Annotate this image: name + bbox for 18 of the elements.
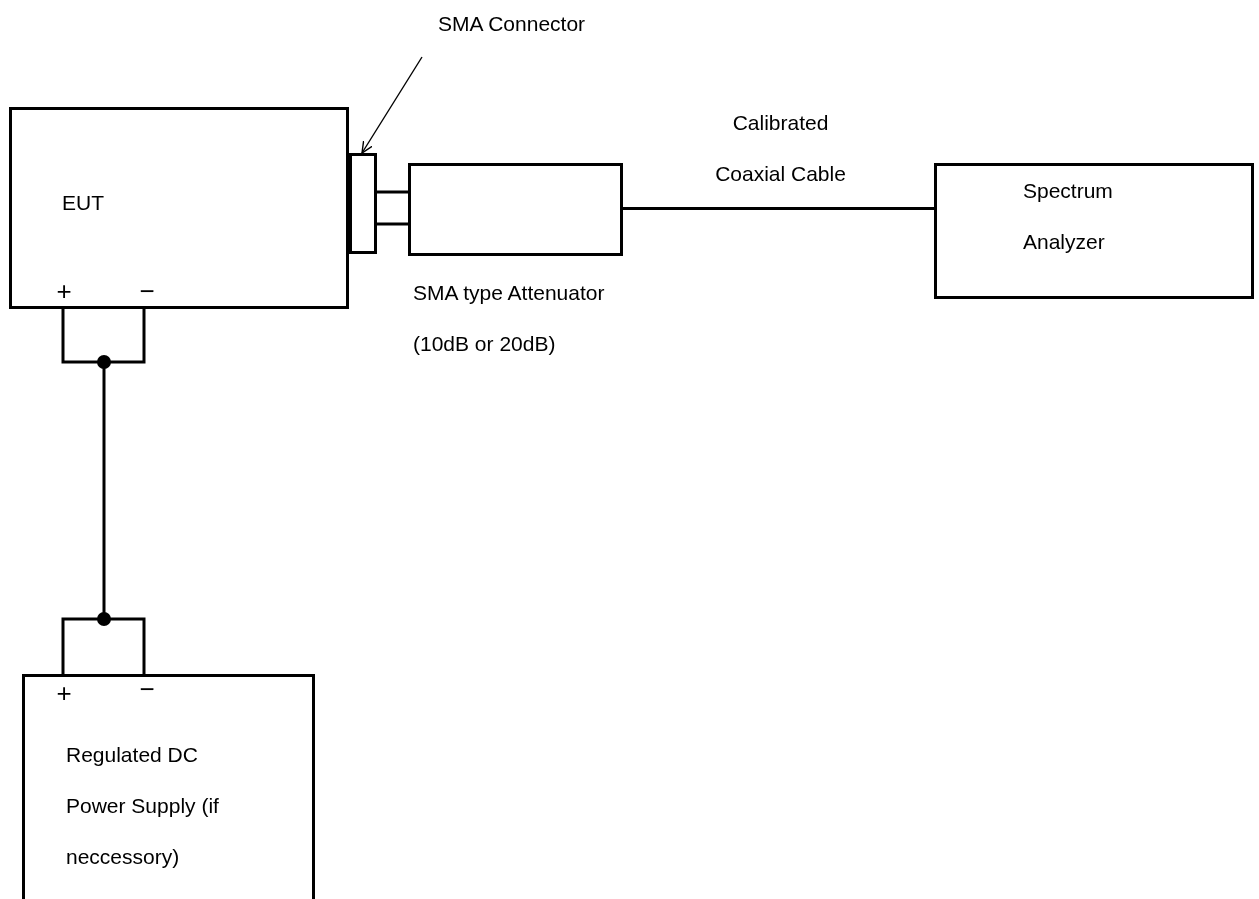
power-supply-box — [22, 674, 315, 899]
analyzer-box — [934, 163, 1254, 299]
device-box — [9, 107, 349, 309]
power-wire — [61, 307, 146, 676]
terminal-sign: + — [56, 278, 72, 304]
power-supply-label: Regulated DC Power Supply (if neccessory) — [66, 742, 220, 870]
analyzer-label: Spectrum Analyzer — [1023, 178, 1114, 255]
coaxial-link — [375, 190, 410, 226]
edge-label: Calibrated Coaxial Cable — [714, 109, 847, 187]
terminal-sign: − — [139, 278, 155, 304]
device-label: EUT — [62, 190, 104, 216]
leader-line — [361, 56, 423, 154]
attenuator-label: SMA type Attenuator (10dB or 20dB) — [413, 280, 606, 357]
cable-line — [623, 207, 934, 210]
terminal-sign: − — [139, 676, 155, 702]
terminal-sign: + — [56, 680, 72, 706]
connector-label: SMA Connector — [438, 11, 586, 37]
connector-box — [349, 153, 377, 254]
